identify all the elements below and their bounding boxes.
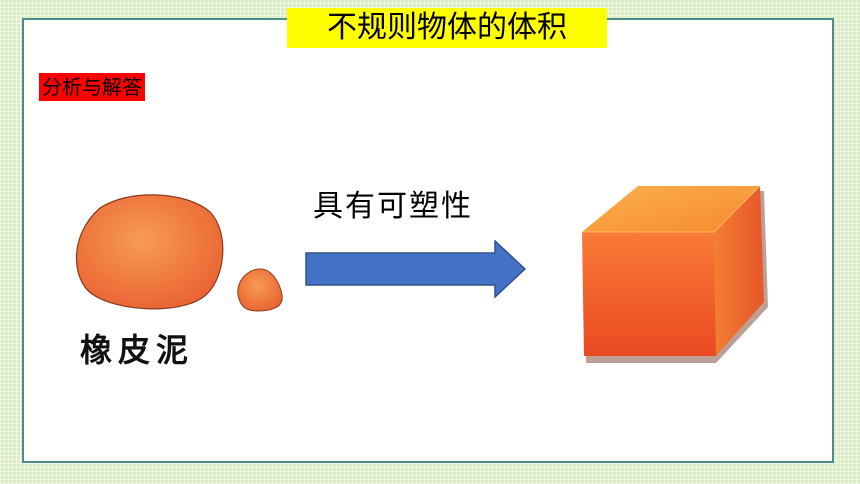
clay-blob-small bbox=[237, 268, 283, 312]
clay-blob-large bbox=[75, 194, 224, 310]
right-arrow-icon bbox=[305, 240, 527, 298]
clay-caption: 橡皮泥 bbox=[80, 331, 195, 369]
section-tag: 分析与解答 bbox=[39, 73, 145, 101]
slide-title: 不规则物体的体积 bbox=[287, 8, 607, 48]
clay-cube bbox=[582, 185, 768, 363]
plasticity-caption: 具有可塑性 bbox=[313, 189, 473, 224]
